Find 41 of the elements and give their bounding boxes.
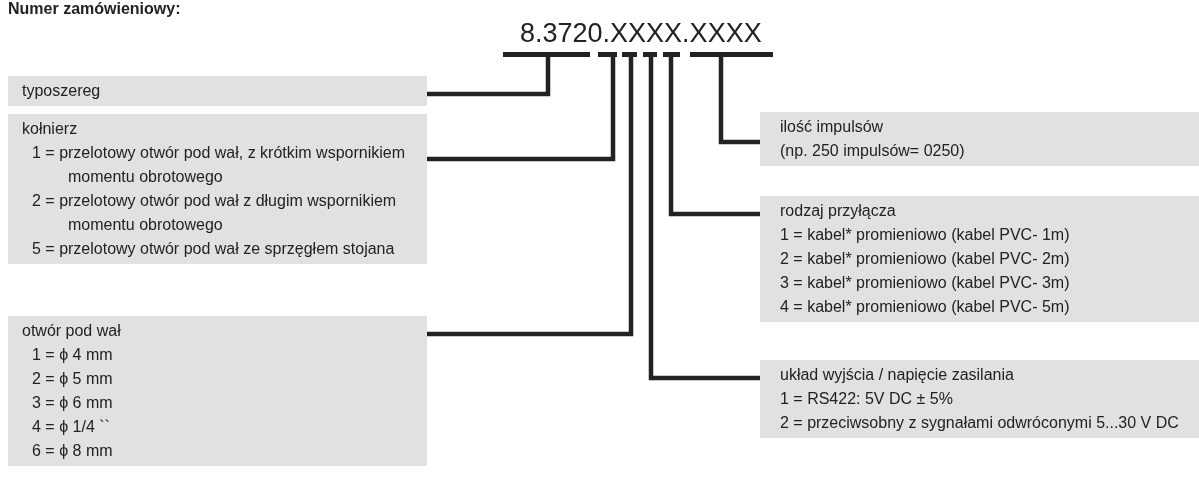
leader-line	[427, 57, 616, 162]
code-segment-bar	[690, 52, 773, 57]
box-heading: ilość impulsów	[780, 117, 885, 137]
leader-line	[718, 57, 760, 145]
option-text: 3 = kabel* promieniowo (kabel PVC- 3m)	[780, 273, 1071, 293]
code-segment-bar	[622, 52, 637, 57]
option-text: 2 = przelotowy otwór pod wał z długim wspornikiem momentu obrotowego	[31, 191, 398, 235]
option-text: 3 = ϕ 6 mm	[31, 393, 114, 413]
option-text: 2 = kabel* promieniowo (kabel PVC- 2m)	[780, 249, 1071, 269]
code-segment-bar	[643, 52, 657, 57]
option-text: 1 = przelotowy otwór pod wał, z krótkim wspornikiem momentu obrotowego	[31, 143, 407, 187]
code-segment-bar	[503, 52, 590, 57]
order-code-text: 8.3720.XXXX.XXXX	[520, 18, 762, 49]
option-text: (np. 250 impulsów= 0250)	[780, 141, 966, 161]
leader-line	[648, 57, 760, 381]
option-text: 1 = kabel* promieniowo (kabel PVC- 1m)	[780, 225, 1071, 245]
box-heading: typoszereg	[22, 81, 102, 101]
option-text: 5 = przelotowy otwór pod wał ze sprzęgłem stojana	[31, 239, 396, 259]
option-text: 2 = przeciwsobny z sygnałami odwróconymi 5...30 V DC	[780, 413, 1180, 433]
title-text: Numer zamówieniowy:	[8, 0, 181, 18]
box-heading: kołnierz	[22, 119, 79, 139]
option-text: 1 = ϕ 4 mm	[31, 345, 114, 365]
description-box	[760, 360, 1199, 438]
description-box	[8, 316, 427, 466]
option-text: 2 = ϕ 5 mm	[31, 369, 114, 389]
description-box	[760, 196, 1199, 322]
box-heading: układ wyjścia / napięcie zasilania	[780, 365, 1015, 385]
option-text: 6 = ϕ 8 mm	[31, 441, 114, 461]
description-box	[760, 112, 1199, 166]
description-box	[8, 114, 427, 264]
box-heading: otwór pod wał	[22, 321, 122, 341]
description-box	[8, 76, 427, 106]
option-text: 4 = ϕ 1/4 ``	[31, 417, 111, 437]
option-text: 1 = RS422: 5V DC ± 5%	[780, 389, 954, 409]
leader-line	[668, 57, 760, 217]
box-heading: rodzaj przyłącza	[780, 201, 897, 221]
leader-line	[427, 57, 634, 337]
option-text: 4 = kabel* promieniowo (kabel PVC- 5m)	[780, 297, 1071, 317]
code-segment-bar	[663, 52, 680, 57]
code-segment-bar	[598, 52, 617, 57]
leader-line	[427, 57, 551, 97]
